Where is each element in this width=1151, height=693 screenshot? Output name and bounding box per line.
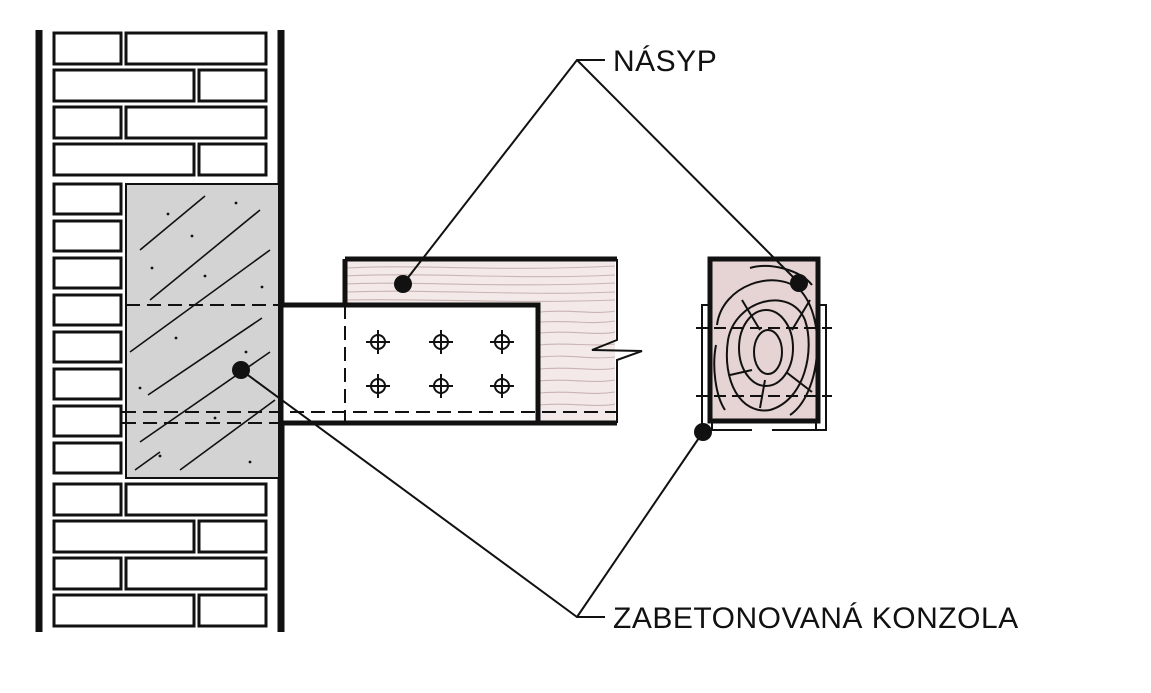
concrete-pocket [125,183,280,479]
leader-dot [694,423,712,441]
brick-wall [35,30,285,632]
label-fill: NÁSYP [613,45,717,78]
leader-fill-1 [402,59,605,285]
concrete-fill [125,183,280,479]
leader-dots [232,274,808,441]
leader-dot [790,274,808,292]
bracket-hidden-lines [122,304,617,424]
fastener-icon [429,374,453,398]
timber-grain [345,265,615,406]
leader-fill-2 [576,59,800,284]
leader-dot [394,275,412,293]
log-section-outline [707,256,821,424]
bracket-fasteners [366,330,514,398]
leader-bracket-2 [576,431,704,618]
break-line [591,259,643,423]
fastener-icon [366,374,390,398]
steel-bracket [122,302,617,426]
brick-courses-upper [52,31,268,177]
leaders [240,59,800,618]
leader-dot [232,361,250,379]
fastener-icon [490,374,514,398]
fastener-icon [490,330,514,354]
brick-courses-lower [52,482,268,628]
beam-cross-section [696,256,832,431]
fastener-icon [366,330,390,354]
bracket-plate [278,302,541,426]
label-bracket: ZABETONOVANÁ KONZOLA [613,602,1019,635]
cross-section-hidden-lines [696,327,832,397]
concrete-aggregate-dots [138,201,264,464]
fastener-icon [429,330,453,354]
brick-courses-side [52,182,123,475]
